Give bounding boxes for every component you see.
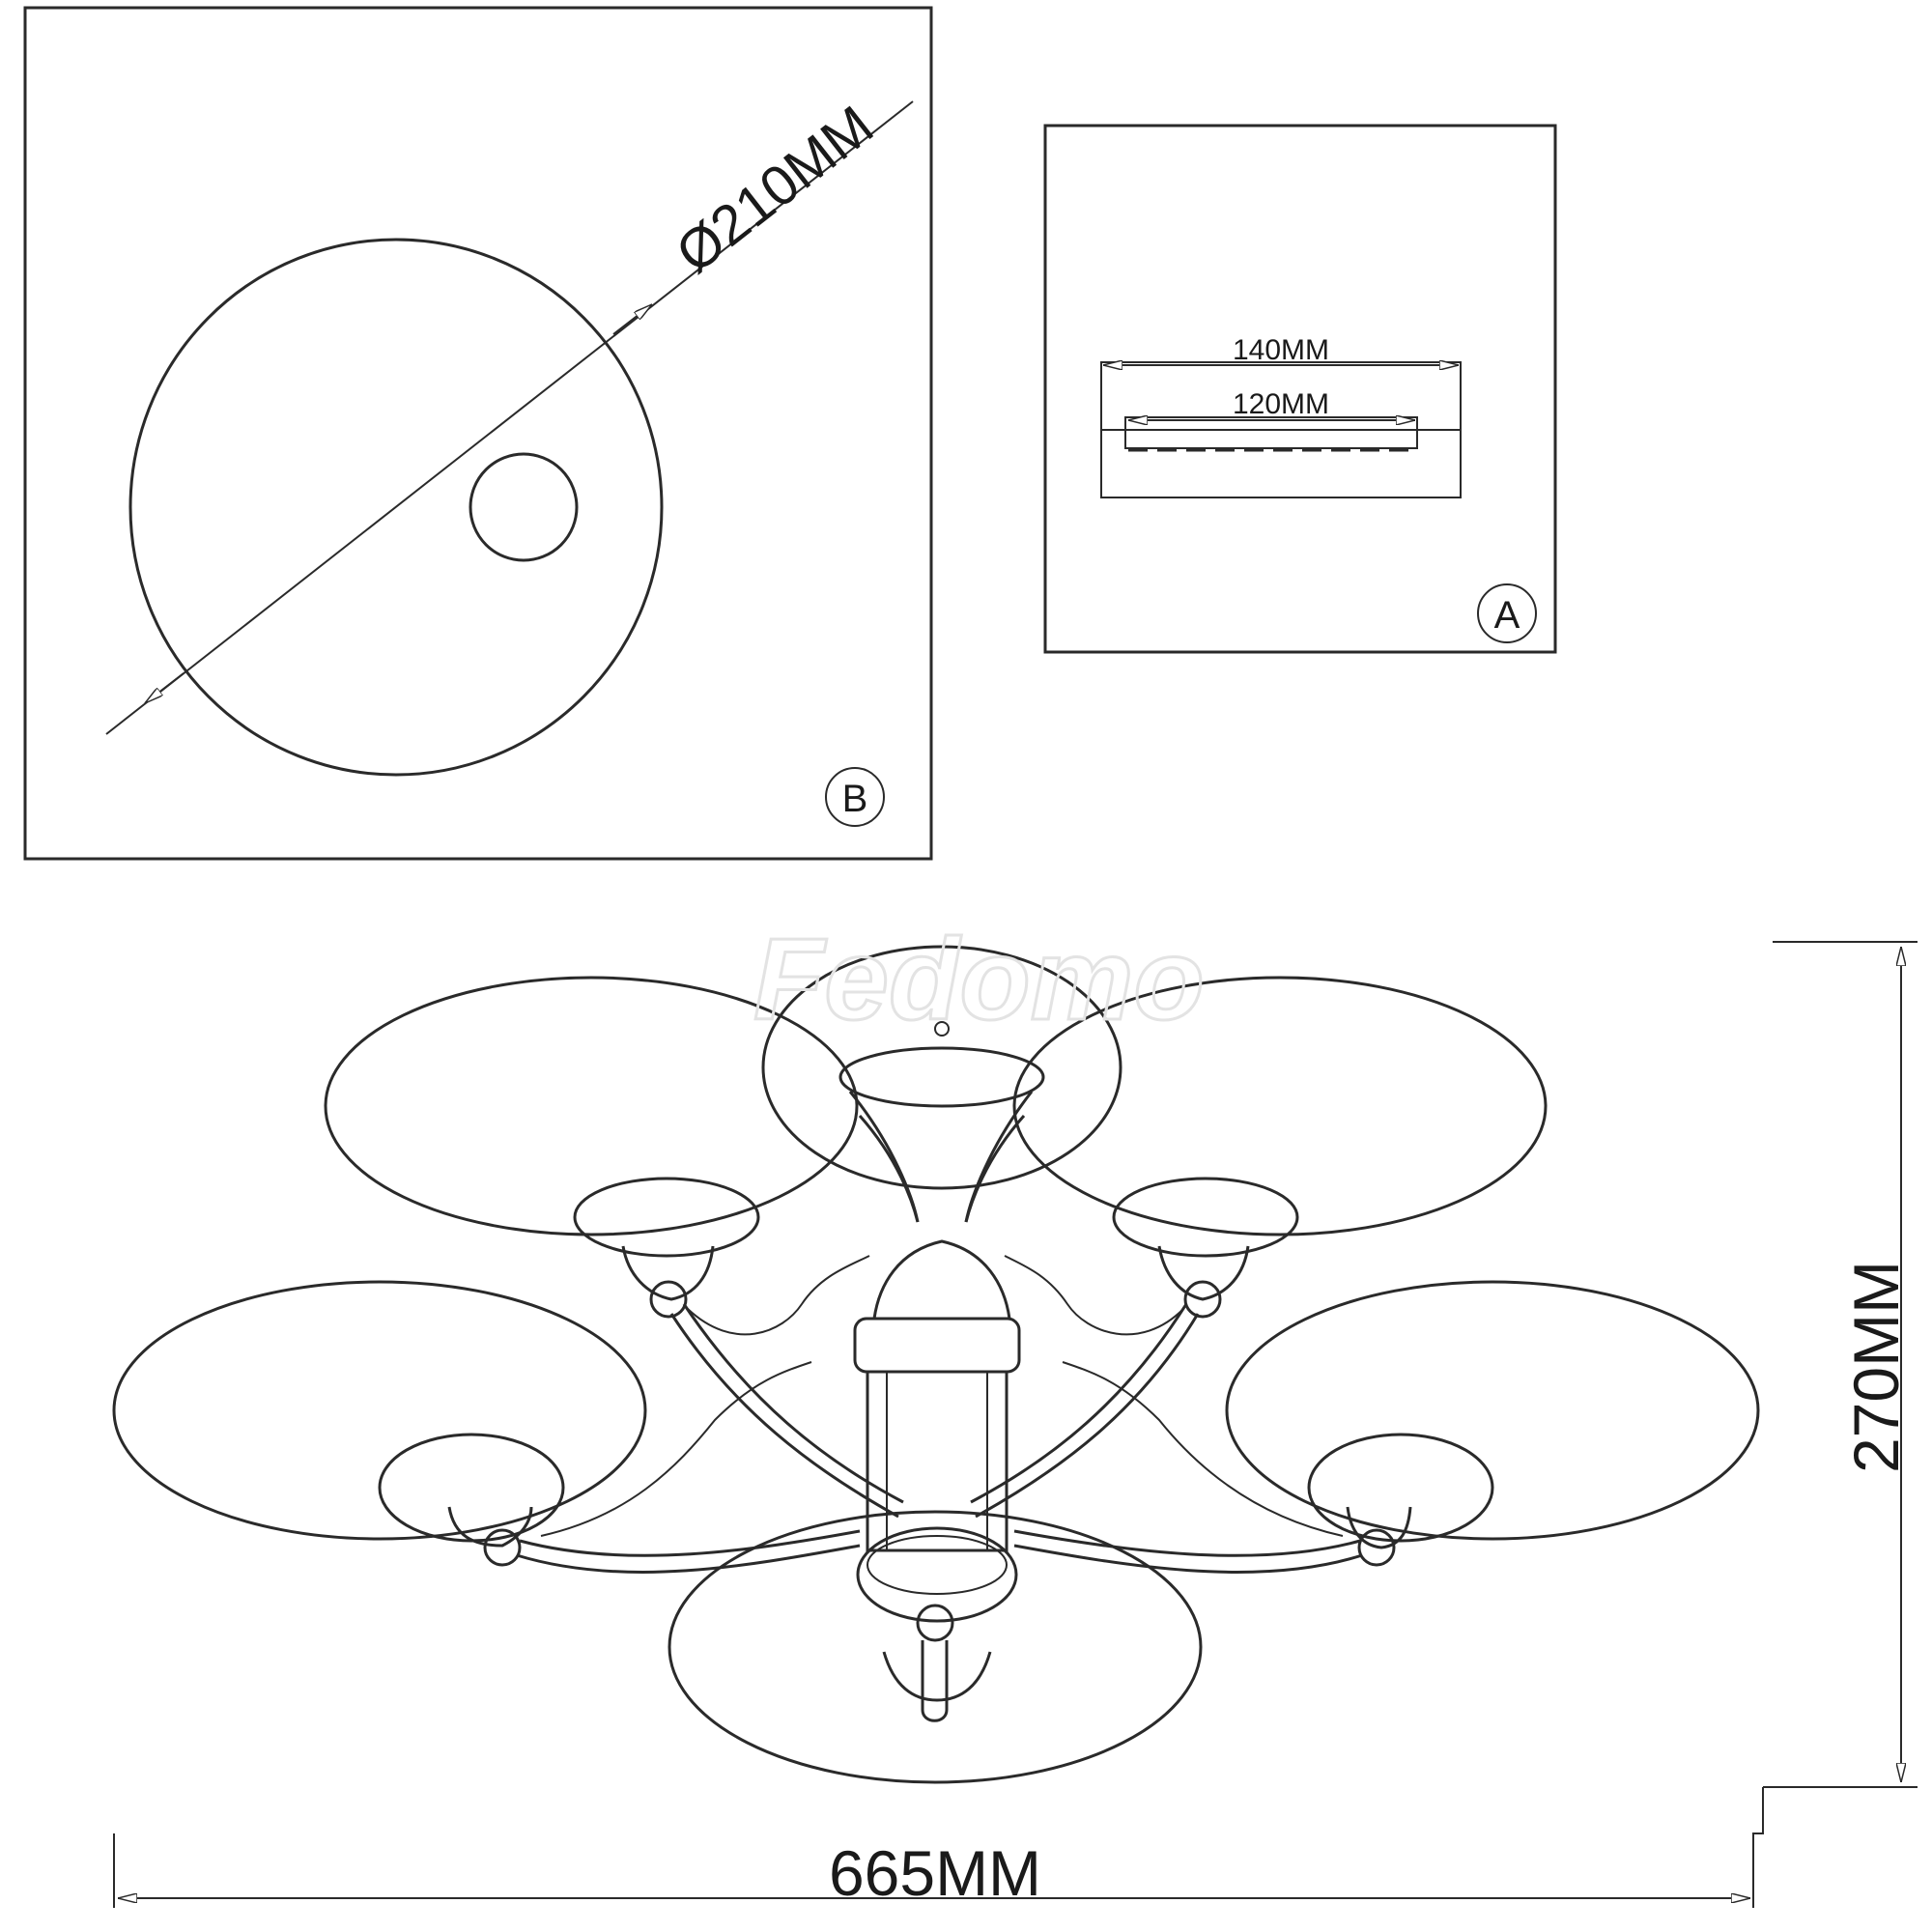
panel-a-frame [1043, 124, 1557, 654]
dimension-width: 665MM [113, 1787, 1764, 1909]
dim-140-label: 140MM [1233, 334, 1329, 366]
dim-120-label: 120MM [1233, 388, 1329, 420]
shade-upper-right [1012, 976, 1548, 1236]
bottom-cup [882, 1651, 992, 1702]
socket-lower-left [378, 1433, 565, 1567]
badge-a-letter: A [1494, 594, 1520, 637]
shade-upper-left [324, 976, 859, 1236]
arm-lower-left [516, 1529, 861, 1574]
width-label: 665MM [829, 1837, 1041, 1909]
diameter-leader-line [105, 100, 914, 735]
socket-upper-right [1112, 1177, 1299, 1319]
canopy-stem [858, 1115, 1026, 1223]
fixture-view [112, 945, 1760, 1784]
disc-hole [469, 452, 579, 562]
shade-bottom-center [668, 1510, 1203, 1784]
bottom-socket-ball [916, 1604, 954, 1642]
diameter-arrow-upper [612, 303, 653, 335]
shade-lower-left [112, 1280, 647, 1541]
badge-b-circle [825, 767, 885, 827]
arm-decor-left [540, 1255, 870, 1537]
diameter-arrow-lower [144, 672, 185, 704]
canopy-screw [934, 1021, 950, 1037]
watermark: Fedomo [753, 915, 1205, 1044]
panel-b-frame [23, 6, 933, 861]
bracket-inner-plate [1124, 416, 1418, 449]
badge-b-letter: B [842, 778, 868, 820]
canopy-stem-front [848, 1091, 1034, 1223]
bottom-finial-stem [921, 1640, 949, 1722]
socket-lower-right [1307, 1433, 1494, 1567]
arm-upper-left [669, 1303, 904, 1519]
height-label: 270MM [1840, 1261, 1912, 1473]
central-cone [872, 1239, 1011, 1321]
shade-lower-right [1225, 1280, 1760, 1541]
panel-b: Ø210MM B [23, 6, 933, 861]
arm-upper-right [970, 1303, 1200, 1519]
socket-upper-left [573, 1177, 760, 1319]
disc-outline [128, 238, 664, 777]
arm-decor-right [1004, 1255, 1344, 1537]
ceiling-canopy [761, 945, 1122, 1190]
badge-a-circle [1477, 583, 1537, 643]
bottom-hub-ring [867, 1535, 1008, 1595]
canopy-rim [838, 1046, 1045, 1108]
central-column [866, 1370, 1009, 1552]
diameter-label: Ø210MM [665, 94, 885, 285]
bottom-hub [856, 1526, 1018, 1623]
central-collar [853, 1317, 1021, 1374]
arm-lower-right [1013, 1529, 1363, 1574]
dimension-height: 270MM [1763, 941, 1918, 1788]
panel-a: 140MM 120MM A [1043, 124, 1557, 654]
